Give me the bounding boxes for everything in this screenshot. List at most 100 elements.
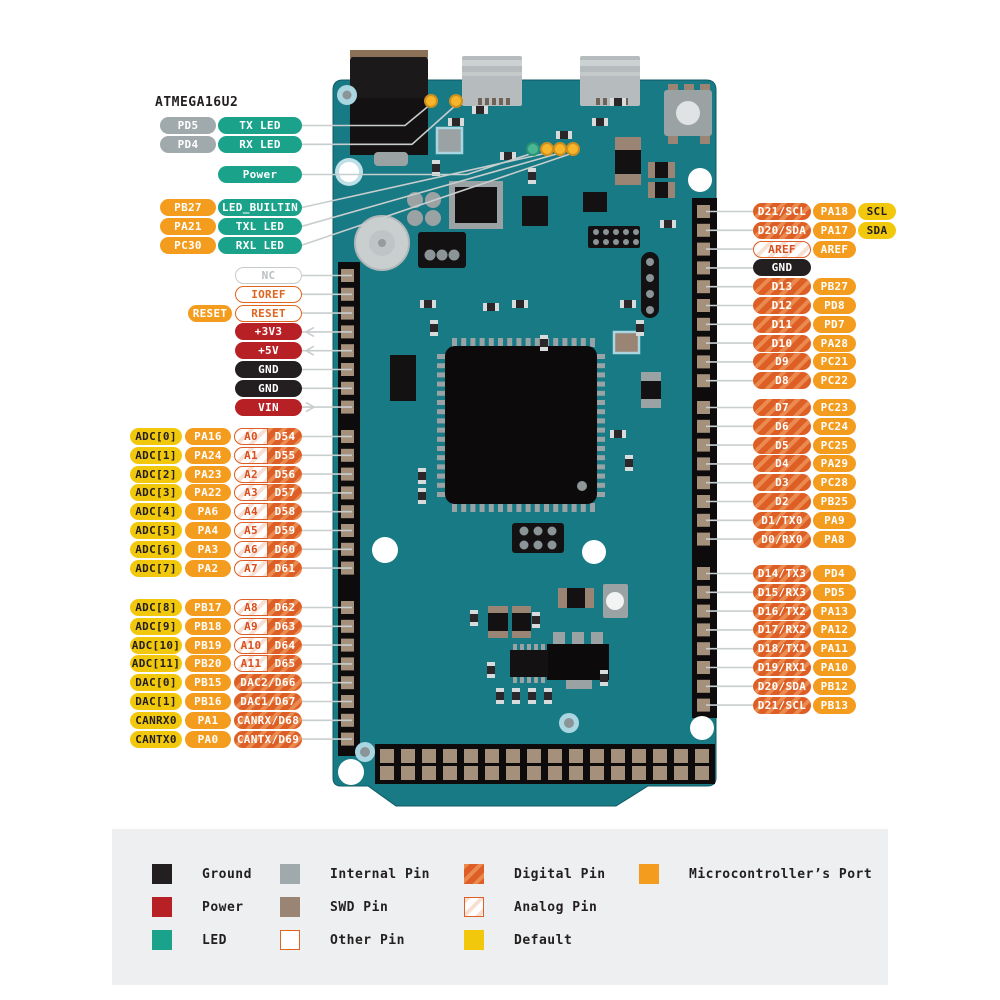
pin-label: PB16 xyxy=(185,693,231,710)
pin-label: D3 xyxy=(753,474,811,492)
crystal-2 xyxy=(612,330,641,355)
pin-label: PA21 xyxy=(160,217,216,235)
pin-label: PB18 xyxy=(185,617,231,635)
pin-label: ADC[10] xyxy=(130,636,182,654)
pin-label: PB27 xyxy=(813,278,856,296)
pin-label: GND xyxy=(235,361,302,378)
pin-label: PB12 xyxy=(813,677,856,695)
pin-label: A6 xyxy=(234,540,268,558)
legend-label: Power xyxy=(202,899,244,915)
pin-label: PB27 xyxy=(160,199,216,216)
right-pin-header xyxy=(692,198,717,718)
pin-label: ADC[5] xyxy=(130,522,182,539)
pin-label: D21/SCL xyxy=(753,696,811,714)
pin-label: PA3 xyxy=(185,540,231,558)
pin-label: A4 xyxy=(234,503,268,521)
pin-label: RX LED xyxy=(218,135,302,153)
pin-label: D61 xyxy=(268,559,302,577)
legend-label: LED xyxy=(202,932,227,948)
pin-label: D9 xyxy=(753,353,811,371)
pin-label: PA16 xyxy=(185,428,231,445)
legend-swatch-ground xyxy=(152,864,172,884)
pin-label: ADC[2] xyxy=(130,465,182,483)
pin-label: D15/RX3 xyxy=(753,583,811,601)
pin-label: D8 xyxy=(753,372,811,390)
legend-label: Digital Pin xyxy=(514,866,606,882)
pin-label: D13 xyxy=(753,278,811,296)
pin-label: PC22 xyxy=(813,372,856,390)
pin-label: A0 xyxy=(234,428,268,445)
pin-label: PB20 xyxy=(185,655,231,673)
pin-label: TXL LED xyxy=(218,217,302,235)
pin-label: A1 xyxy=(234,446,268,464)
pin-label: PA11 xyxy=(813,640,856,658)
pin-label: GND xyxy=(753,259,811,277)
pin-label: D11 xyxy=(753,315,811,333)
pin-label: SDA xyxy=(858,221,896,239)
pin-label: RESET xyxy=(188,304,232,322)
pin-label: PC30 xyxy=(160,236,216,254)
pin-label: D17/RX2 xyxy=(753,621,811,639)
pin-label: D16/TX2 xyxy=(753,602,811,620)
legend-swatch-analog xyxy=(464,897,484,917)
pin-label: GND xyxy=(235,379,302,397)
pin-label: ADC[3] xyxy=(130,484,182,502)
pin-label: D57 xyxy=(268,484,302,502)
legend-swatch-led xyxy=(152,930,172,950)
pin-label: RESET xyxy=(235,304,302,322)
electrolytic-caps xyxy=(488,372,661,638)
legend-label: Microcontroller’s Port xyxy=(689,866,873,882)
pin-label: SCL xyxy=(858,203,896,220)
pin-label: DAC2/D66 xyxy=(234,674,302,692)
pin-label: PC25 xyxy=(813,436,856,454)
smd-ic-2 xyxy=(583,192,607,212)
reset-button xyxy=(664,84,712,144)
mcu-chip-label: ATMEGA16U2 xyxy=(155,95,239,110)
pin-label: PC21 xyxy=(813,353,856,371)
pin-row: +3V3 xyxy=(188,323,302,341)
pin-label: D62 xyxy=(268,599,302,616)
pin-label: Power xyxy=(218,166,302,183)
legend-item: Analog Pin xyxy=(464,897,597,917)
pin-label: PB17 xyxy=(185,599,231,616)
pin-group-power-led: Power xyxy=(218,166,302,185)
pin-label: D2 xyxy=(753,493,811,510)
pin-label: DAC[1] xyxy=(130,693,182,710)
legend-item: Default xyxy=(464,930,572,950)
legend-label: SWD Pin xyxy=(330,899,389,915)
pin-label: D21/SCL xyxy=(753,203,811,220)
pin-label: D56 xyxy=(268,465,302,483)
pin-label: PD5 xyxy=(813,583,856,601)
pin-label: PA9 xyxy=(813,511,856,529)
pin-label: PB15 xyxy=(185,674,231,692)
legend-swatch-internal xyxy=(280,864,300,884)
pin-label: D54 xyxy=(268,428,302,445)
pin-label: D65 xyxy=(268,655,302,673)
legend-item: Ground xyxy=(152,864,252,884)
